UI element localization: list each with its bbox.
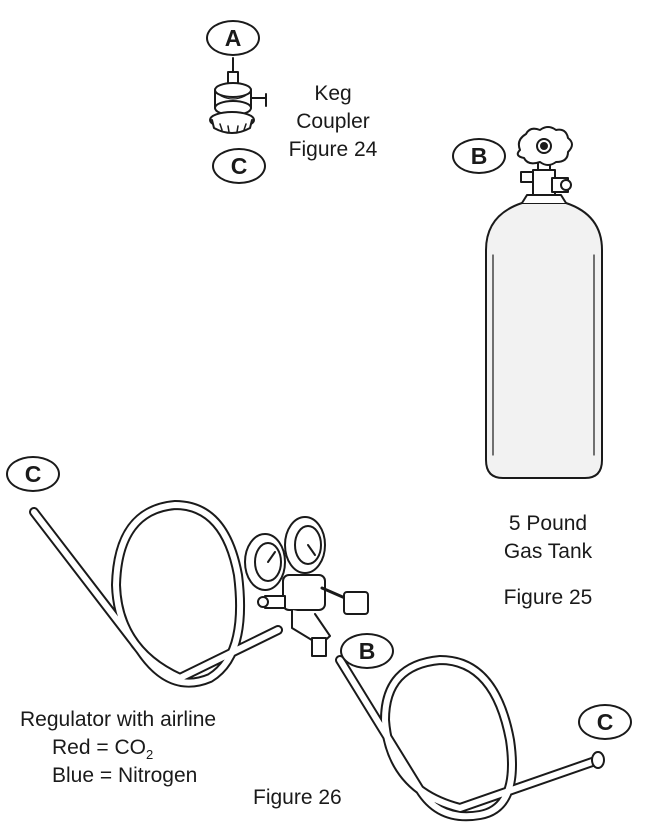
left-airline-coil [29, 500, 283, 688]
keg-coupler-illustration [209, 57, 267, 134]
callout-c-coupler: C [212, 148, 266, 184]
figure-26-line-3: Blue = Nitrogen [52, 764, 198, 787]
figure-25-caption: 5 Pound Gas Tank Figure 25 [478, 510, 618, 612]
figure-26-red-co2-label: Red = CO [52, 736, 146, 759]
gas-tank-illustration [485, 126, 603, 479]
callout-c-right-line: C [578, 704, 632, 740]
figure-26-line-1: Regulator with airline [20, 708, 217, 731]
figure-25-line-1: 5 Pound [508, 512, 588, 535]
figure-24-caption: Keg Coupler Figure 24 [268, 80, 398, 164]
figure-26-co2-subscript: 2 [145, 747, 154, 763]
figure-25-line-3: Figure 25 [503, 586, 593, 609]
figure-24-line-2: Coupler [296, 110, 370, 133]
callout-c-left-line: C [6, 456, 60, 492]
callout-b-regulator: B [340, 633, 394, 669]
regulator-illustration [244, 516, 369, 657]
callout-b-tank: B [452, 138, 506, 174]
figure-24-line-3: Figure 24 [288, 138, 378, 161]
figure-26-line-2: Red = CO2 [52, 734, 153, 769]
callout-a: A [206, 20, 260, 56]
figure-24-line-1: Keg [314, 82, 352, 105]
figure-26-caption: Figure 26 [253, 786, 342, 809]
figure-25-line-2: Gas Tank [503, 540, 593, 563]
right-airline-coil [335, 655, 605, 822]
